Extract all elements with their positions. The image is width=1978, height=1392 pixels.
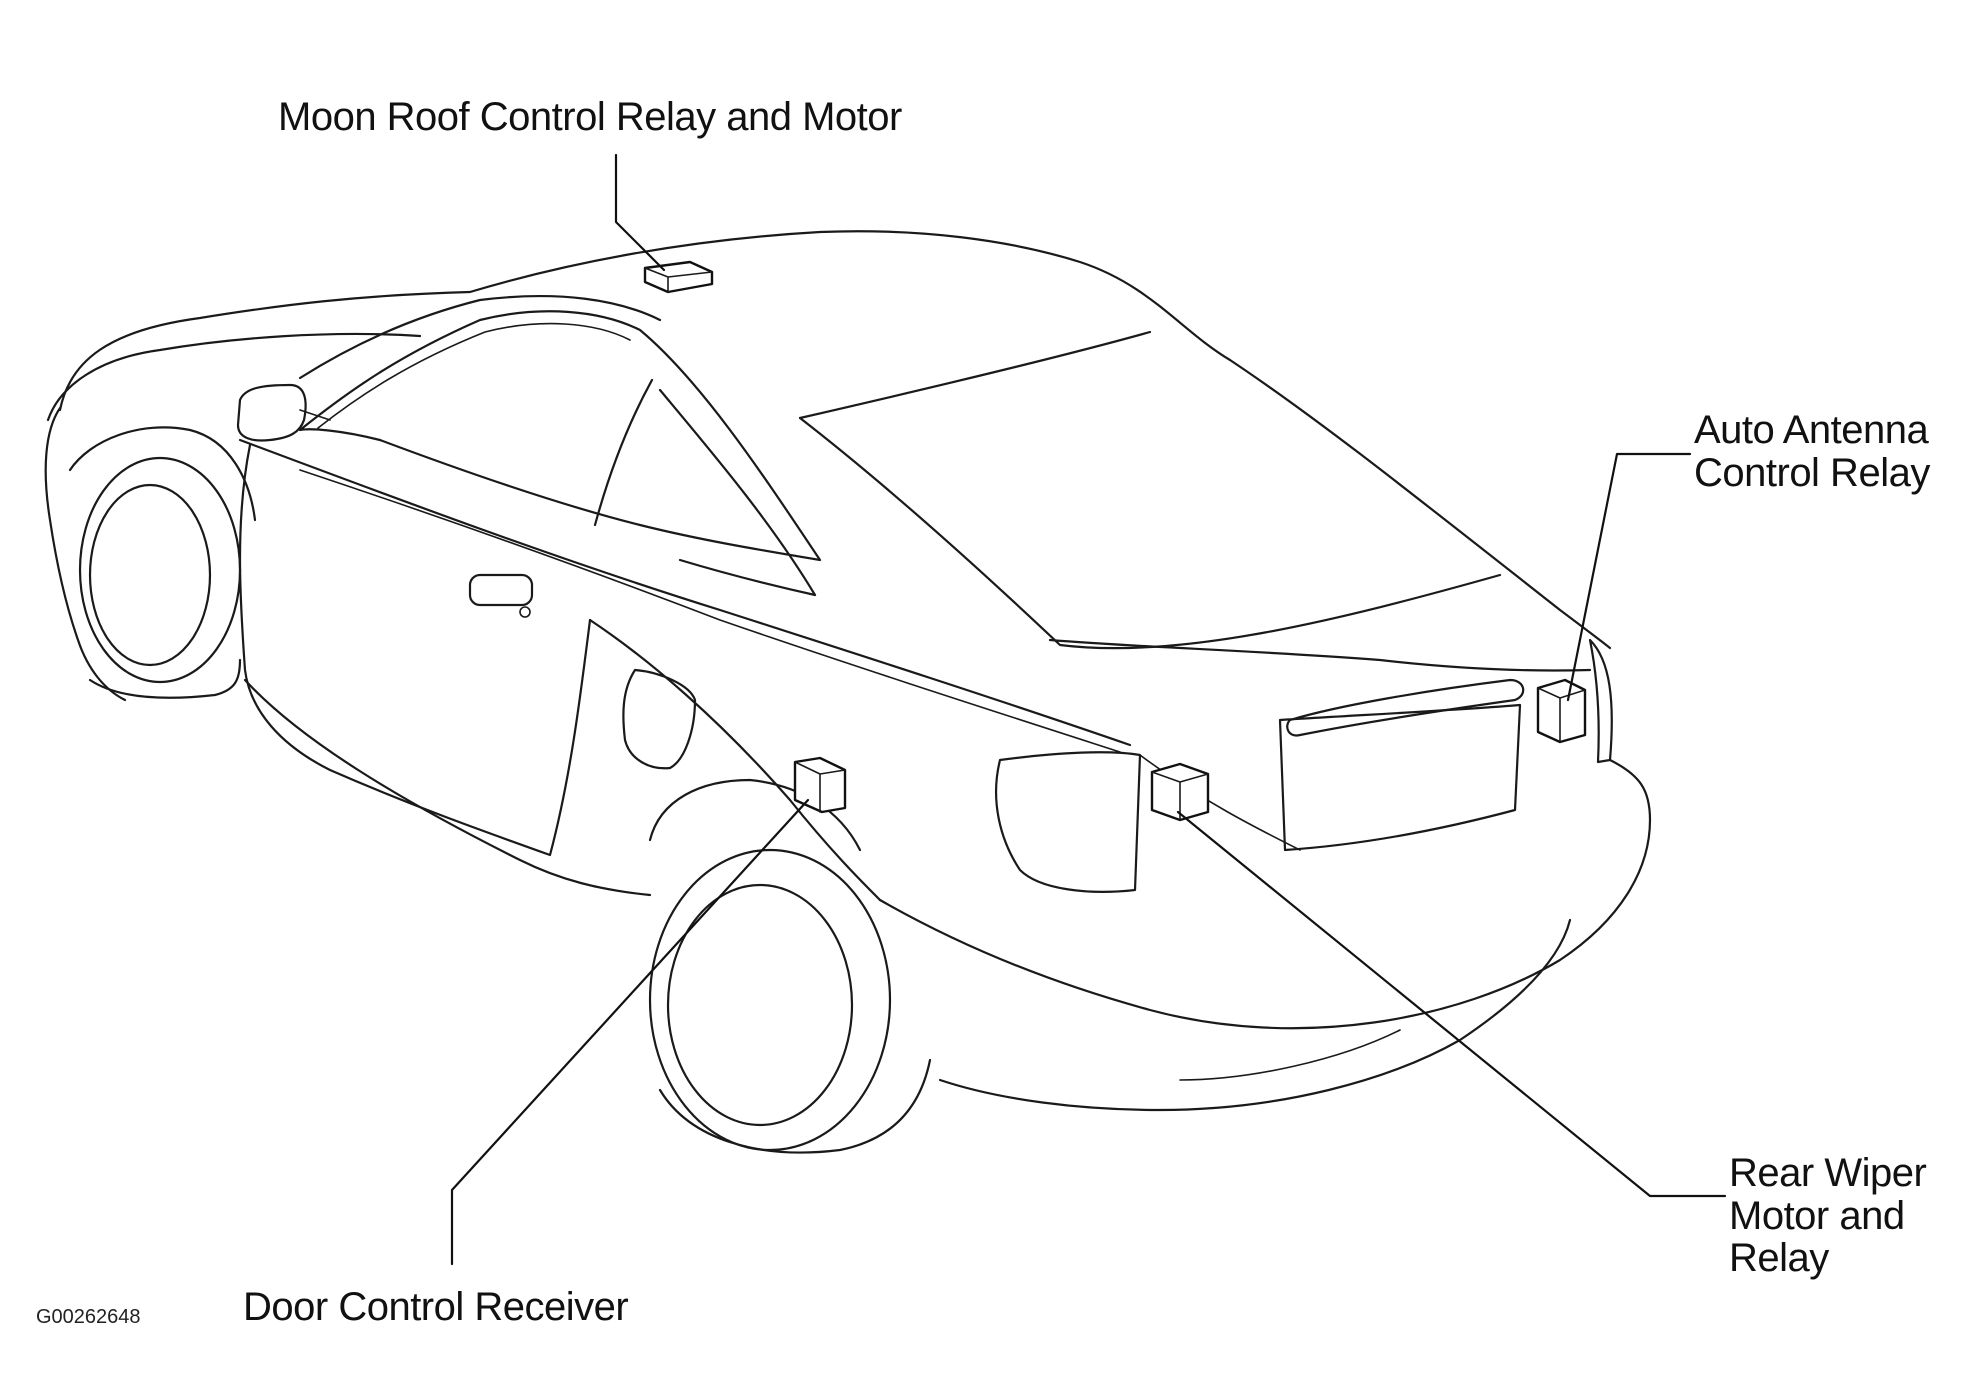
rocker-line bbox=[243, 678, 652, 897]
door-lock bbox=[519, 606, 531, 618]
label-rear-wiper: Rear Wiper Motor and Relay bbox=[1729, 1151, 1927, 1280]
left-tail-light bbox=[994, 751, 1142, 893]
belt-line-lower bbox=[299, 469, 1121, 753]
label-auto-antenna: Auto Antenna Control Relay bbox=[1694, 408, 1931, 495]
label-door-control: Door Control Receiver bbox=[243, 1285, 628, 1329]
windshield bbox=[298, 294, 662, 380]
front-wheel-arch bbox=[68, 426, 257, 522]
car-illustration bbox=[44, 230, 1652, 1154]
front-wheel bbox=[78, 456, 242, 699]
label-moon-roof: Moon Roof Control Relay and Motor bbox=[278, 95, 902, 139]
leader-door-control bbox=[450, 798, 810, 1266]
label-auto-antenna-line1: Auto Antenna bbox=[1694, 408, 1929, 452]
rear-wiper-relay-box[interactable] bbox=[1150, 762, 1210, 822]
car-roofline bbox=[58, 230, 1612, 650]
auto-antenna-relay-box[interactable] bbox=[1536, 678, 1587, 744]
side-window-frame bbox=[298, 310, 822, 562]
leader-rear-wiper bbox=[1176, 810, 1727, 1198]
moon-roof-relay-box[interactable] bbox=[643, 260, 714, 294]
rear-wheel bbox=[648, 848, 932, 1154]
leader-auto-antenna bbox=[1566, 452, 1692, 702]
front-nose bbox=[44, 406, 127, 702]
door-outline bbox=[238, 443, 592, 857]
quarter-window bbox=[658, 388, 817, 597]
belt-line bbox=[238, 438, 1132, 747]
b-pillar bbox=[593, 378, 654, 527]
door-control-receiver-box[interactable] bbox=[793, 756, 847, 814]
leader-moon-roof bbox=[614, 153, 666, 272]
rear-bumper-lower bbox=[938, 918, 1572, 1112]
rear-bumper bbox=[878, 758, 1652, 1030]
side-mirror bbox=[236, 383, 307, 442]
mirror-arm bbox=[299, 409, 331, 421]
front-fender-top bbox=[46, 332, 422, 422]
right-tail-light bbox=[1588, 638, 1613, 764]
fuel-door bbox=[622, 668, 697, 770]
trunk-edge bbox=[1048, 638, 1592, 672]
figure-id: G00262648 bbox=[36, 1306, 141, 1328]
label-rear-wiper-line3: Relay bbox=[1729, 1236, 1829, 1280]
rear-reflector bbox=[1179, 1029, 1401, 1081]
window-inner-frame bbox=[317, 322, 631, 429]
rear-wheel-arch bbox=[648, 778, 862, 852]
label-auto-antenna-line2: Control Relay bbox=[1694, 451, 1930, 495]
label-rear-wiper-line1: Rear Wiper bbox=[1729, 1151, 1926, 1195]
rear-garnish bbox=[1286, 678, 1525, 737]
rear-quarter bbox=[588, 618, 882, 902]
license-plate-recess bbox=[1278, 703, 1522, 852]
rear-glass-top bbox=[798, 330, 1152, 420]
rear-glass bbox=[798, 416, 1502, 650]
label-rear-wiper-line2: Motor and bbox=[1729, 1194, 1905, 1238]
door-handle bbox=[468, 573, 534, 607]
